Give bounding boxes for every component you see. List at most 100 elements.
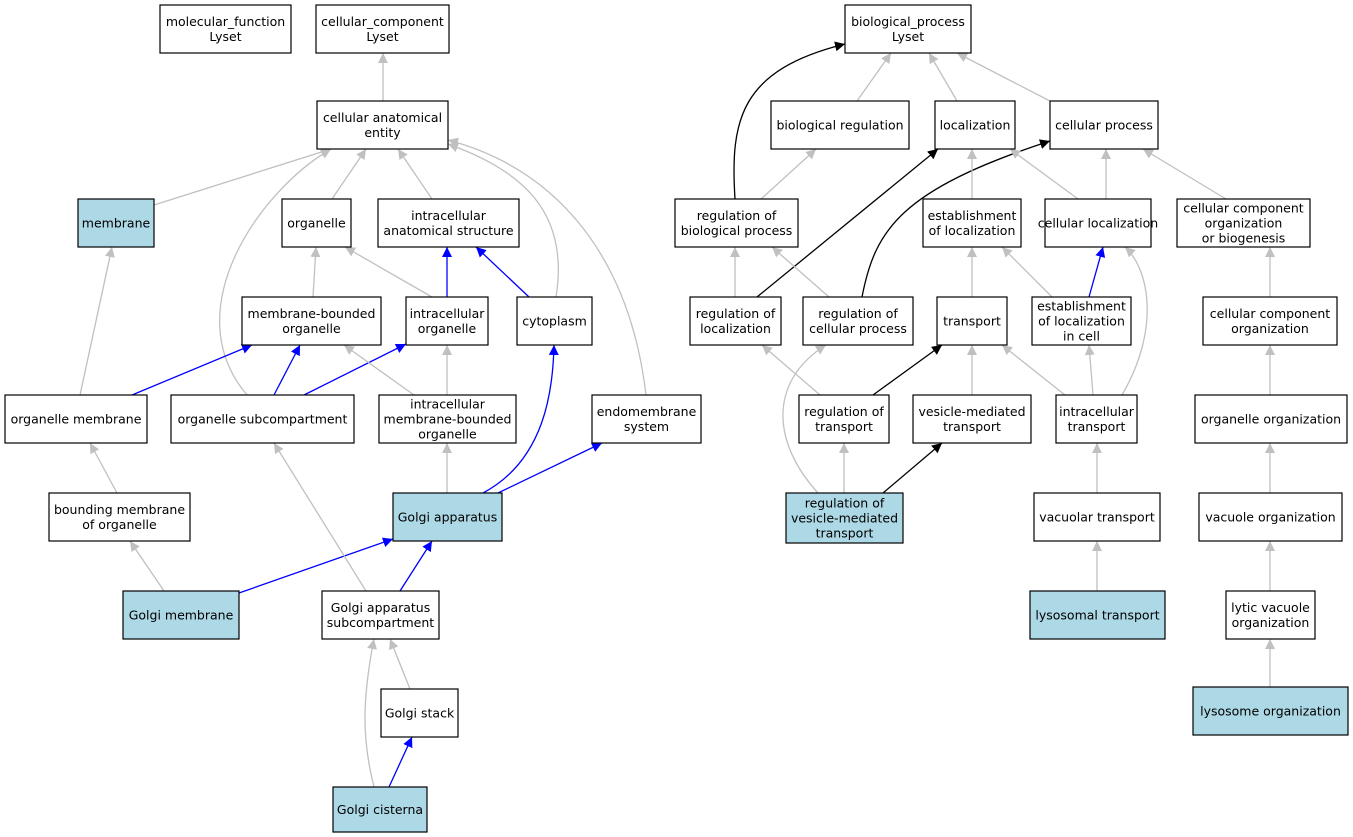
term-label-line: vacuole organization <box>1205 510 1335 525</box>
term-box <box>378 394 517 444</box>
term-box <box>4 394 148 444</box>
edge-line <box>129 540 165 592</box>
term-label-line: of organelle <box>82 517 157 532</box>
edge-line <box>928 52 958 102</box>
term-box <box>922 198 1022 248</box>
edge-is-a-ias-to-cae <box>397 148 433 200</box>
edge-regulates-rcp-to-cp <box>861 139 1051 298</box>
term-label-line: or biogenesis <box>1202 231 1286 246</box>
edge-line <box>1142 148 1227 200</box>
edge-is-a-mbo-to-organelle <box>310 246 321 298</box>
term-label-line: anatomical structure <box>383 223 513 238</box>
term-node-gs[interactable]: Golgi stack <box>380 688 459 738</box>
edge-is-a-organelle-to-cae <box>331 148 367 200</box>
term-node-om[interactable]: organelle membrane <box>4 394 148 444</box>
term-node-lt[interactable]: lysosomal transport <box>1029 590 1166 640</box>
edge-part-of-os-to-mbo <box>273 344 301 396</box>
edge-is-a-eolc-to-eol <box>1001 246 1053 298</box>
term-label-line: Golgi apparatus <box>331 600 431 615</box>
edge-line <box>388 736 413 788</box>
term-node-cytoplasm[interactable]: cytoplasm <box>516 296 593 346</box>
term-node-cl[interactable]: cellular localization <box>1038 198 1158 248</box>
term-label-line: membrane <box>82 216 151 231</box>
edge-line <box>343 344 415 396</box>
term-node-ga[interactable]: Golgi apparatus <box>392 492 503 542</box>
edge-line <box>872 344 943 396</box>
term-label-line: biological process <box>681 223 793 238</box>
edge-is-a-rbp-to-br <box>760 148 817 200</box>
term-label-line: regulation of <box>804 404 884 419</box>
edge-is-a-es-to-cae <box>447 137 647 396</box>
term-node-br[interactable]: biological regulation <box>770 100 910 150</box>
edge-regulates-rvmt-to-vmt <box>882 442 943 494</box>
term-node-transport[interactable]: transport <box>936 296 1008 346</box>
term-label-line: regulation of <box>818 306 898 321</box>
edge-is-a-gc-to-gas <box>364 638 377 788</box>
term-label-line: membrane-bounded <box>248 306 376 321</box>
edge-line <box>497 442 603 494</box>
term-label-line: bounding membrane <box>54 502 185 517</box>
term-label-line: organelle organization <box>1201 412 1341 427</box>
edge-part-of-gm-to-ga <box>238 537 394 594</box>
term-node-gc[interactable]: Golgi cisterna <box>332 786 428 833</box>
term-label-line: transport <box>815 419 873 434</box>
term-node-membrane[interactable]: membrane <box>77 198 155 248</box>
term-node-organelle[interactable]: organelle <box>281 198 352 248</box>
edge-is-a-gas-to-os <box>273 442 367 592</box>
term-box <box>281 198 352 248</box>
term-box <box>1044 198 1152 248</box>
edge-part-of-cytoplasm-to-ias <box>475 246 530 298</box>
term-label-line: transport <box>943 314 1001 329</box>
edge-line <box>303 343 407 396</box>
term-node-oo[interactable]: organelle organization <box>1194 394 1348 444</box>
edge-is-a-cp-to-bp <box>956 52 1051 102</box>
term-label-line: in cell <box>1063 329 1100 344</box>
edge-line <box>1088 246 1106 298</box>
edge-is-a-membrane-to-cae <box>153 147 332 206</box>
edge-is-a-imbo-to-mbo <box>343 344 415 396</box>
term-label-line: cellular localization <box>1038 216 1158 231</box>
edge-line <box>771 246 830 298</box>
term-node-cp[interactable]: cellular process <box>1049 100 1159 150</box>
term-node-gm[interactable]: Golgi membrane <box>122 590 240 640</box>
term-node-loc[interactable]: localization <box>934 100 1016 150</box>
term-node-vo[interactable]: vacuole organization <box>1198 492 1343 542</box>
edge-line <box>761 344 821 396</box>
edge-line <box>733 41 846 200</box>
term-node-os[interactable]: organelle subcompartment <box>170 394 355 444</box>
term-node-vt[interactable]: vacuolar transport <box>1033 492 1161 542</box>
term-box <box>674 198 799 248</box>
term-box <box>1049 100 1159 150</box>
edge-line <box>153 147 332 206</box>
edge-line <box>482 344 559 494</box>
term-box <box>377 198 520 248</box>
term-node-lo[interactable]: lysosome organization <box>1192 686 1349 736</box>
term-label-line: lysosome organization <box>1200 704 1341 719</box>
edge-line <box>760 148 817 200</box>
term-box <box>1055 394 1138 444</box>
